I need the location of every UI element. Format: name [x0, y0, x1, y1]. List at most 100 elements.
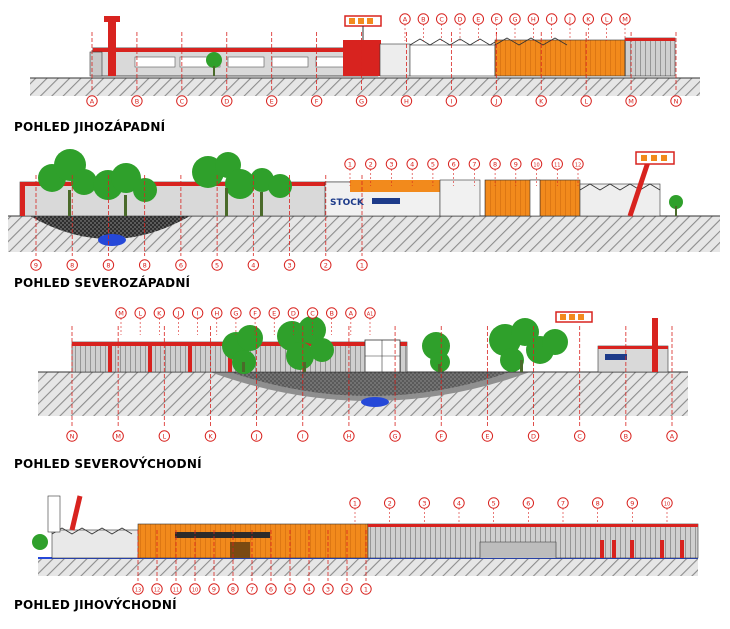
svg-text:E: E	[485, 432, 489, 440]
svg-text:F: F	[315, 97, 319, 105]
grid-axis-label: E	[481, 430, 494, 442]
svg-text:4: 4	[307, 585, 311, 593]
pylon-tower	[108, 20, 116, 76]
grid-axis-label: H	[343, 430, 355, 442]
pylon-tower	[652, 318, 658, 372]
grid-axis-label: H	[400, 95, 413, 107]
top-axis-label: A	[345, 307, 357, 319]
svg-text:A: A	[349, 309, 354, 317]
svg-text:N: N	[70, 432, 75, 440]
grid-axis-label: 11	[170, 583, 182, 595]
svg-text:H: H	[214, 309, 219, 317]
svg-text:J: J	[255, 432, 258, 440]
top-axis-label: 6	[447, 158, 460, 170]
top-axis-label: I	[191, 307, 204, 319]
stair-tower	[529, 179, 541, 217]
svg-text:K: K	[586, 15, 591, 23]
svg-text:9: 9	[514, 160, 518, 168]
grid-axis-label: 4	[303, 583, 315, 595]
top-axis-label: 2	[365, 158, 377, 170]
top-axis-label: 3	[418, 497, 431, 509]
grid-axis-label: 13	[132, 583, 144, 595]
sign-board	[47, 495, 61, 533]
grid-axis-label: 7	[246, 583, 258, 595]
svg-text:C: C	[180, 97, 185, 105]
svg-text:E: E	[270, 97, 274, 105]
svg-text:6: 6	[526, 499, 530, 507]
grid-axis-label: 6	[175, 259, 187, 271]
top-axis-label: K	[582, 13, 595, 25]
grid-axis-label: 12	[151, 583, 163, 595]
svg-text:B: B	[135, 97, 139, 105]
grid-axis-label: 5	[211, 259, 223, 271]
svg-text:2: 2	[388, 499, 392, 507]
svg-text:8: 8	[106, 261, 110, 269]
svg-text:9: 9	[34, 261, 38, 269]
elevation-title-northwest: POHLED SEVEROZÁPADNÍ	[14, 276, 191, 290]
grid-axis-label: L	[158, 430, 171, 442]
svg-text:12: 12	[575, 162, 581, 168]
svg-text:5: 5	[288, 585, 292, 593]
svg-text:J: J	[177, 309, 180, 317]
top-axis-label: 7	[468, 158, 481, 170]
svg-text:L: L	[162, 432, 166, 440]
tree	[206, 52, 222, 76]
top-axis-label: 8	[489, 158, 501, 170]
svg-text:5: 5	[431, 160, 435, 168]
svg-text:A: A	[90, 97, 95, 105]
tree-group	[38, 149, 683, 209]
store-sign-text: STOCK	[330, 198, 365, 208]
svg-text:H: H	[531, 15, 536, 23]
svg-text:8: 8	[596, 499, 600, 507]
grid-axis-label: G	[389, 430, 401, 442]
svg-text:I: I	[450, 97, 452, 105]
elevation-title-northeast: POHLED SEVEROVÝCHODNÍ	[14, 457, 202, 471]
top-axis-label: 10	[661, 497, 673, 509]
top-axis-label: 11	[551, 158, 563, 170]
svg-text:4: 4	[410, 160, 414, 168]
orange-facade	[137, 523, 369, 559]
top-axis-label: G	[230, 307, 242, 319]
svg-text:F: F	[253, 309, 257, 317]
gravel-fill	[30, 216, 190, 239]
svg-text:L: L	[605, 15, 609, 23]
svg-text:E: E	[272, 309, 276, 317]
svg-text:L: L	[138, 309, 142, 317]
top-axis-label: J	[564, 13, 576, 25]
orange-facade	[494, 39, 626, 77]
svg-text:3: 3	[389, 160, 393, 168]
top-axis-label: C	[306, 307, 319, 319]
grid-axis-label: I	[445, 95, 458, 107]
top-axis-label: E	[268, 307, 280, 319]
top-axis-label: 2	[383, 497, 396, 509]
tree-trunks	[242, 360, 523, 372]
grid-axis-label: C	[176, 95, 188, 107]
top-axis-label: 3	[385, 158, 398, 170]
top-axis-label: 10	[530, 158, 543, 170]
svg-text:7: 7	[561, 499, 565, 507]
svg-text:6: 6	[452, 160, 456, 168]
grid-axis-label: F	[310, 95, 323, 107]
glass-hall	[409, 44, 496, 77]
svg-text:B: B	[329, 309, 333, 317]
pylon-mast	[627, 161, 651, 217]
grid-axis-label: 6	[265, 583, 277, 595]
building-center-block	[343, 40, 381, 76]
svg-text:F: F	[495, 15, 499, 23]
svg-text:11: 11	[173, 587, 179, 593]
svg-text:E: E	[476, 15, 480, 23]
svg-text:8: 8	[493, 160, 497, 168]
svg-text:3: 3	[287, 261, 291, 269]
top-axis-label: 5	[427, 158, 439, 170]
svg-text:A: A	[403, 15, 408, 23]
svg-text:10: 10	[192, 587, 198, 593]
svg-text:I: I	[551, 15, 553, 23]
grid-axis-label: 9	[208, 583, 220, 595]
svg-text:4: 4	[457, 499, 461, 507]
svg-text:G: G	[233, 309, 238, 317]
top-axis-label: B	[325, 307, 338, 319]
grid-axis-label: 2	[341, 583, 353, 595]
